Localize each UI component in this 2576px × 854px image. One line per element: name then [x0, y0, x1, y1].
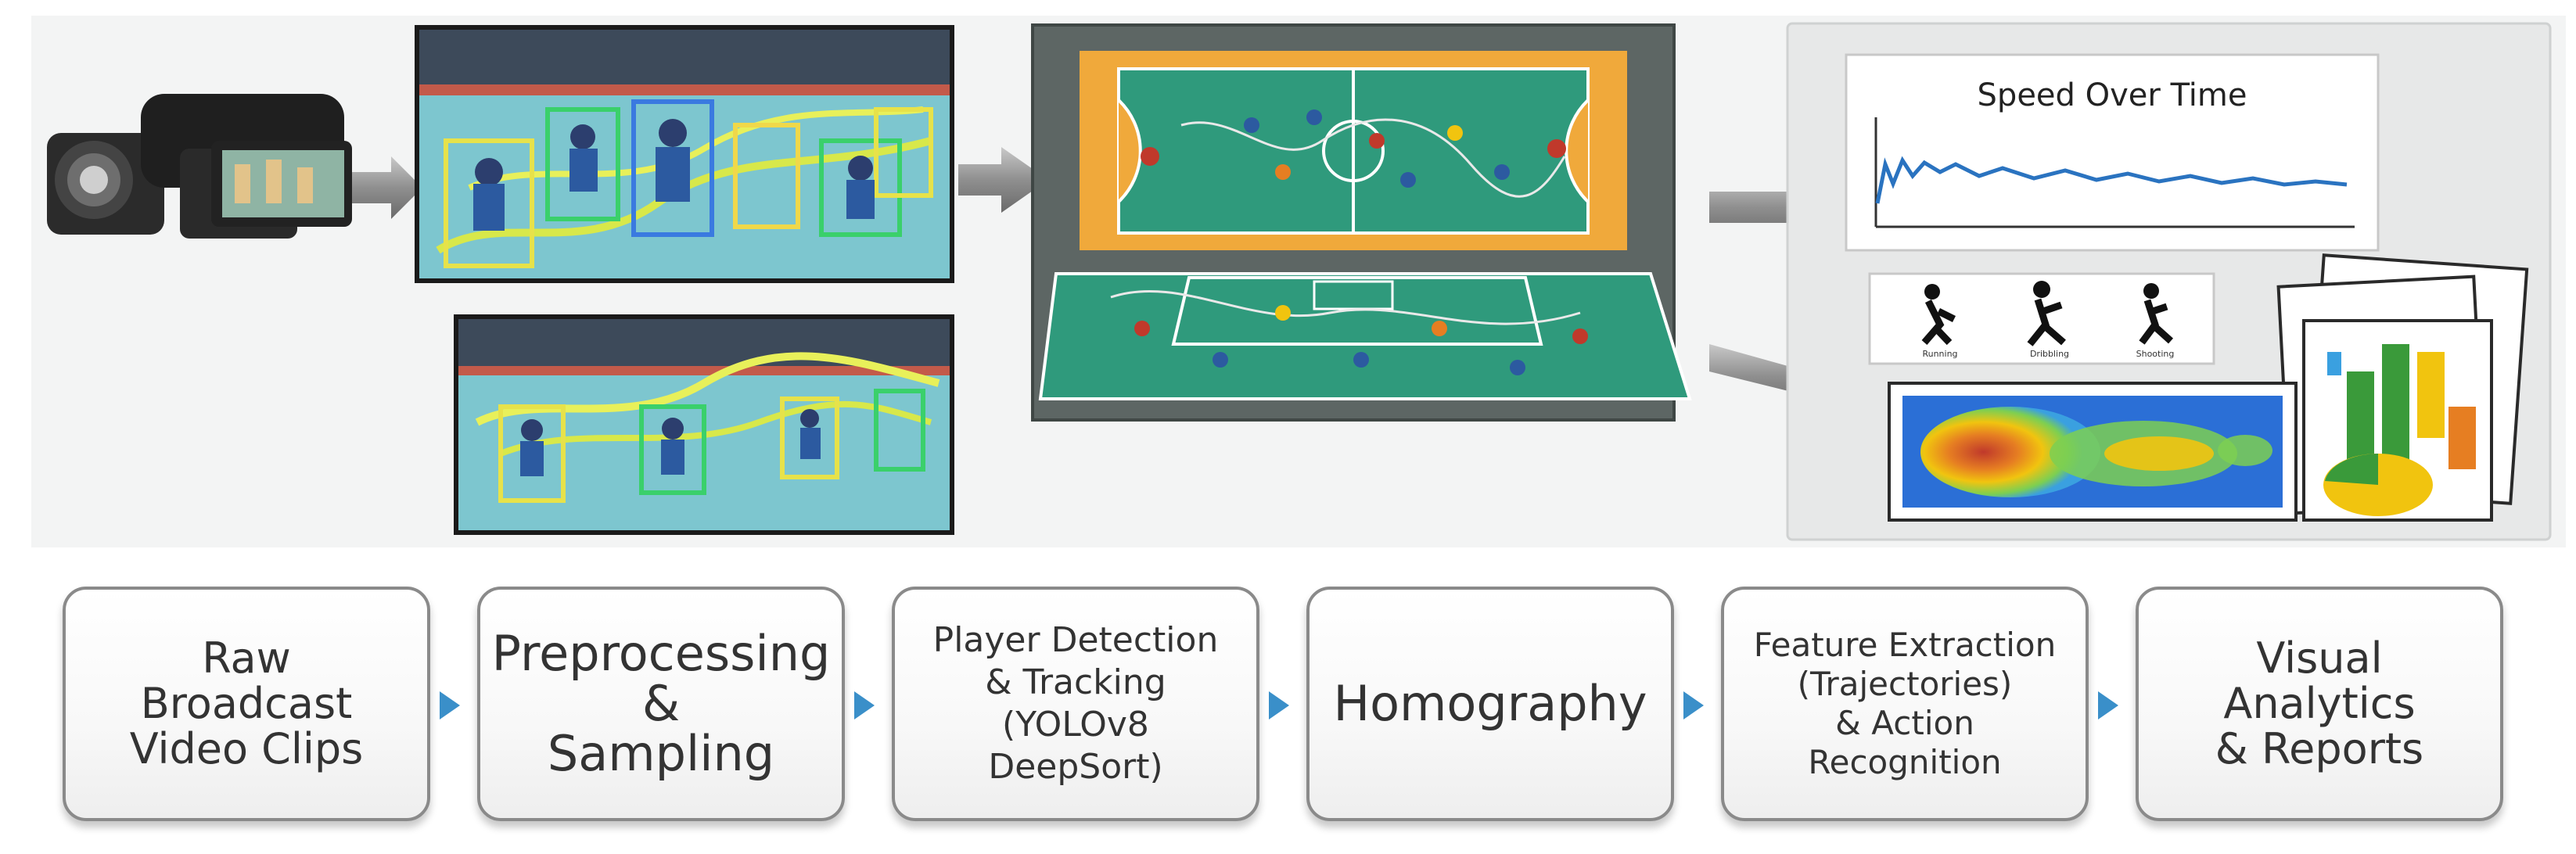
speed-chart-title: Speed Over Time [1978, 77, 2247, 113]
flow-arrow-2 [854, 691, 875, 719]
speed-chart-card [1845, 53, 2380, 252]
video-camera-icon [47, 94, 352, 239]
dribbling-icon [2027, 281, 2066, 346]
step-feature-extraction: Feature Extraction (Trajectories) & Acti… [1721, 587, 2089, 821]
step-label: Preprocessing & Sampling [491, 625, 831, 782]
illustration-banner: Speed Over Time Running Dribbling Shooti… [31, 16, 2566, 547]
step-visual-analytics: Visual Analytics & Reports [2136, 587, 2503, 821]
running-icon [1921, 284, 1956, 346]
flow-arrow-5 [2098, 691, 2118, 719]
flow-arrow-3 [1269, 691, 1289, 719]
step-label: Visual Analytics & Reports [2215, 633, 2424, 773]
shooting-icon [2139, 283, 2174, 345]
flow-arrow-1 [440, 691, 460, 719]
homography-court-panel [1031, 23, 1692, 422]
step-raw-video: Raw Broadcast Video Clips [63, 587, 430, 821]
detection-frame-bottom [454, 314, 954, 535]
step-label: Homography [1333, 675, 1647, 732]
flow-arrow-4 [1683, 691, 1704, 719]
step-label: Raw Broadcast Video Clips [129, 633, 364, 773]
running-label: Running [1922, 349, 1957, 359]
arrow-camera-to-frames [352, 156, 422, 219]
speed-line [1875, 156, 2348, 204]
step-homography: Homography [1306, 587, 1674, 821]
step-detection-tracking: Player Detection & Tracking (YOLOv8 Deep… [892, 587, 1259, 821]
step-label: Feature Extraction (Trajectories) & Acti… [1753, 626, 2057, 781]
step-label: Player Detection & Tracking (YOLOv8 Deep… [932, 620, 1219, 787]
analytics-panel: Speed Over Time Running Dribbling Shooti… [1786, 22, 2552, 541]
dribbling-label: Dribbling [2030, 349, 2069, 359]
detection-frame-top [415, 25, 954, 283]
report-sheets [2276, 253, 2529, 522]
arrow-frames-to-court [958, 147, 1048, 213]
pipeline-steps: Raw Broadcast Video Clips Preprocessing … [0, 587, 2576, 845]
shooting-label: Shooting [2136, 349, 2175, 359]
step-preprocessing: Preprocessing & Sampling [477, 587, 845, 821]
